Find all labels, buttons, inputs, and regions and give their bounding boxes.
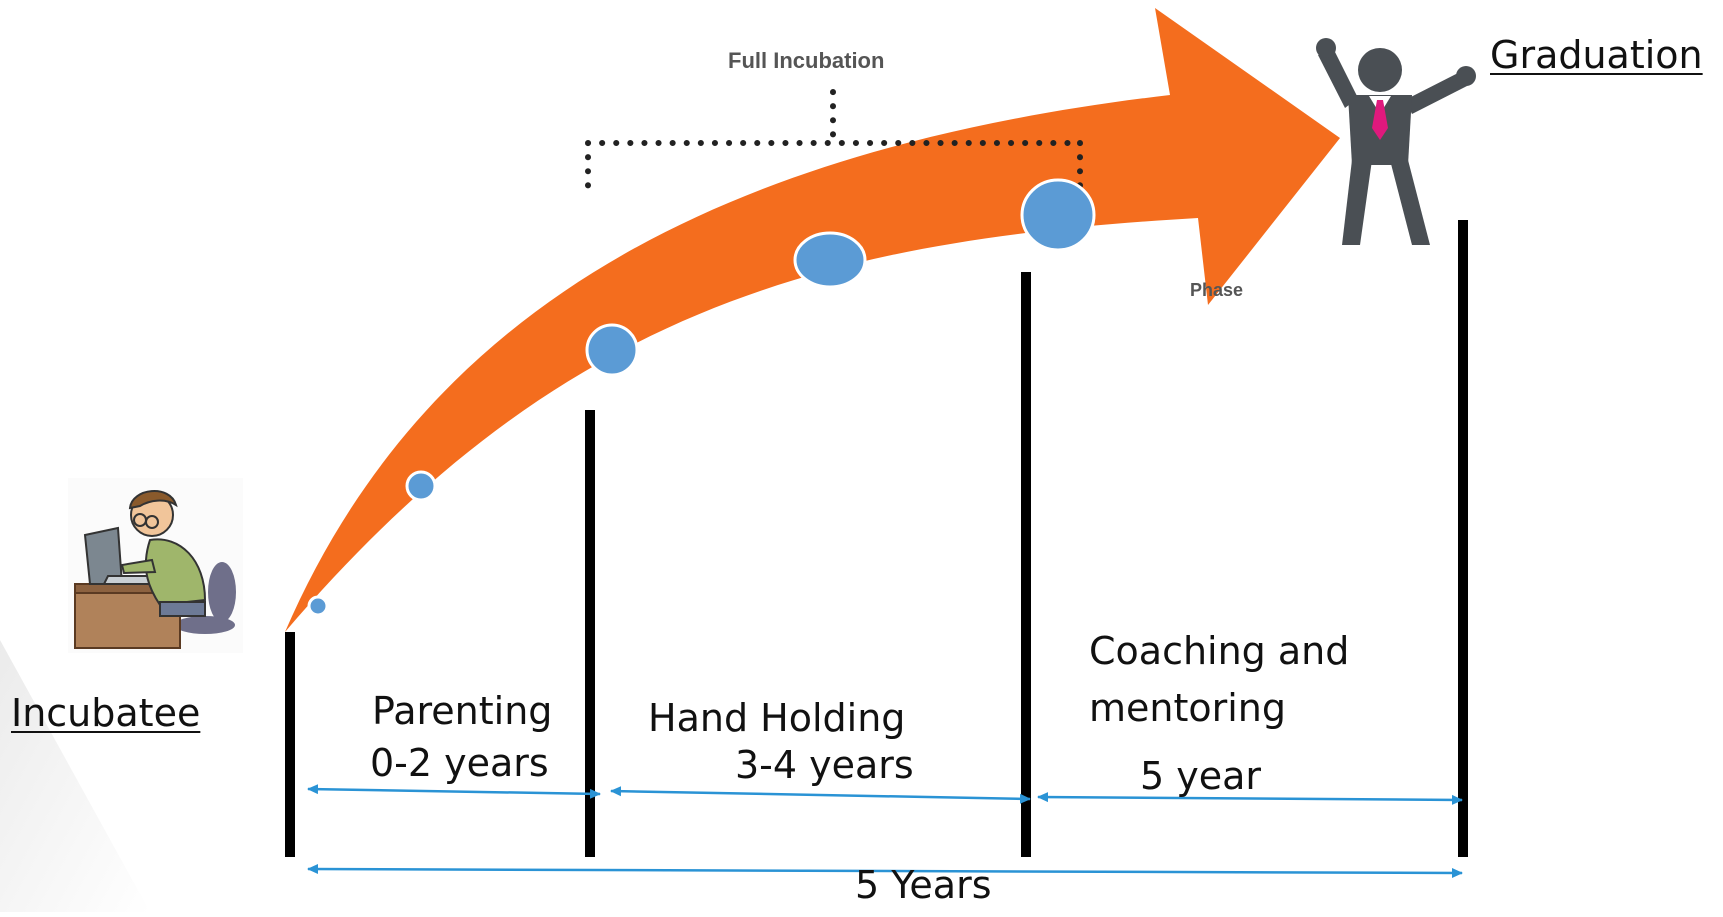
milestone-bar-start xyxy=(285,632,295,857)
span-arrow-coaching xyxy=(1037,792,1463,805)
span-arrow-total xyxy=(307,864,1463,878)
parenting-label: Parenting xyxy=(372,689,553,733)
parenting-years-label: 0-2 years xyxy=(370,741,549,785)
span-arrows xyxy=(307,784,1463,878)
full-incubation-label: Full Incubation xyxy=(728,48,885,73)
growth-dot xyxy=(793,231,867,289)
milestone-bar-graduation xyxy=(1458,220,1468,857)
milestone-bar-parenting-end xyxy=(585,410,595,857)
growth-dot xyxy=(307,595,329,617)
growth-dot xyxy=(1020,178,1096,252)
span-arrow-handholding xyxy=(610,786,1031,804)
total-duration-label: 5 Years xyxy=(855,863,992,907)
coaching-label-line1: Coaching and xyxy=(1089,629,1350,673)
coaching-years-label: 5 year xyxy=(1140,754,1262,798)
person-at-laptop-icon xyxy=(68,478,243,653)
celebrating-businessman-icon xyxy=(1316,38,1476,245)
incubatee-label: Incubatee xyxy=(11,691,201,735)
graduation-label: Graduation xyxy=(1490,33,1703,77)
growth-dot xyxy=(405,470,437,502)
growth-dots xyxy=(307,178,1096,617)
milestone-bar-handholding-end xyxy=(1021,272,1031,857)
full-incubation-bracket xyxy=(585,89,1083,203)
phase-label: Phase xyxy=(1190,280,1244,300)
growth-dot xyxy=(585,323,639,377)
growth-arrow xyxy=(285,8,1340,632)
background-wedge xyxy=(0,640,150,912)
hand-holding-years-label: 3-4 years xyxy=(735,743,914,787)
milestone-bars xyxy=(285,220,1468,857)
hand-holding-label: Hand Holding xyxy=(648,696,906,740)
coaching-label-line2: mentoring xyxy=(1089,686,1287,730)
span-arrow-parenting xyxy=(307,784,601,799)
